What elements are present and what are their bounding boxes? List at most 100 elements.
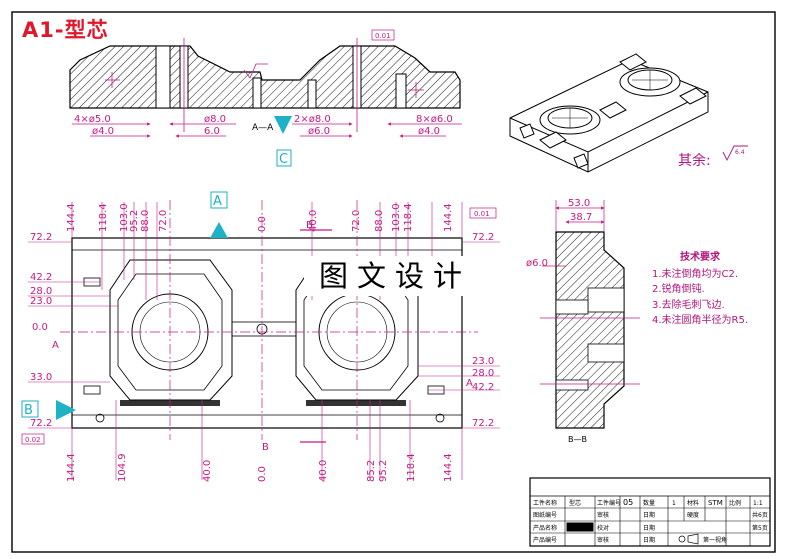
plan-outline (71, 237, 463, 429)
plan-left-dim-6: 33.0 (30, 372, 52, 383)
bore-6 (395, 73, 407, 109)
dim-top-7: 8×ø6.0 (416, 114, 453, 125)
svg-text:05: 05 (623, 498, 633, 507)
section-aa-view: 4×ø5.0 ø4.0 ø8.0 6.0 2×ø8.0 ø6.0 8×ø6.0 … (69, 29, 462, 167)
plan-left-dim-3: 28.0 (30, 286, 52, 297)
svg-text:1: 1 (672, 500, 676, 507)
dim-top-8: ø4.0 (418, 126, 440, 137)
plan-bottom-dim-6: 85.2 (366, 460, 377, 482)
plan-top-dim-3: 103.0 (119, 203, 130, 232)
svg-text:工件编号: 工件编号 (597, 499, 621, 507)
plan-left-dim-5: 0.0 (32, 322, 48, 333)
bore-4 (307, 79, 317, 109)
svg-text:图纸编号: 图纸编号 (533, 511, 557, 519)
svg-text:共6页: 共6页 (752, 511, 768, 519)
svg-text:型芯: 型芯 (569, 499, 581, 507)
svg-text:审核: 审核 (597, 536, 609, 544)
roughness-symbol (722, 145, 748, 162)
flatness-frame-2: 0.02 (25, 436, 41, 444)
plan-top-dim-13: 144.4 (443, 203, 454, 232)
svg-text:材料: 材料 (687, 499, 699, 507)
flatness-frame-3: 0.01 (474, 210, 490, 218)
watermark: 图文设计 (304, 256, 486, 296)
svg-text:审核: 审核 (597, 511, 609, 519)
plan-bottom-dim-2: 104.9 (117, 453, 128, 482)
plan-top-dim-5: 88.0 (140, 210, 151, 232)
flatness-frame-1: 0.01 (375, 32, 391, 40)
svg-text:B: B (306, 220, 313, 231)
plan-top-dim-8: 40.0 (308, 210, 319, 232)
plan-right-dim-5: 72.2 (472, 418, 494, 429)
svg-text:STM: STM (708, 499, 723, 507)
side-dim-2: 38.7 (570, 212, 592, 223)
svg-text:校对: 校对 (597, 524, 609, 532)
plan-top-dim-4: 95.2 (129, 210, 140, 232)
plan-left-dim-7: 72.2 (30, 418, 52, 429)
svg-text:1:1: 1:1 (753, 500, 763, 507)
plan-bottom-dim-4: 0.0 (257, 466, 268, 482)
roughness-value: 6.4 (735, 149, 745, 156)
view-c-arrow (274, 116, 292, 134)
plan-bottom-dim-1: 144.4 (66, 453, 77, 482)
dim-top-1: 4×ø5.0 (74, 114, 111, 125)
view-a-label: A (213, 194, 222, 209)
svg-text:A: A (52, 340, 59, 351)
tech-requirements: 技术要求 1.未注倒角均为C2. 2.锐角倒钝. 3.去除毛刺飞边. 4.未注圆… (652, 250, 748, 329)
tech-requirements-heading: 技术要求 (680, 252, 720, 263)
view-b-label: B (24, 403, 33, 418)
plan-top-dim-11: 103.0 (391, 203, 402, 232)
plan-bottom-dim-8: 118.4 (406, 453, 417, 482)
section-bb-view: 53.0 38.7 ø6.0 B—B (526, 198, 640, 444)
plan-left-dim-4: 23.0 (30, 296, 52, 307)
plan-bottom-dim-3: 40.0 (202, 460, 213, 482)
dim-top-5: 2×ø8.0 (294, 114, 331, 125)
section-aa-label: A—A (252, 123, 274, 133)
plan-top-dim-7: 0.0 (257, 216, 268, 232)
tech-requirement-item: 3.去除毛刺飞边. (652, 299, 725, 311)
view-b-arrow (56, 400, 76, 420)
tech-requirement-item: 1.未注倒角均为C2. (652, 268, 739, 280)
side-dim-1: 53.0 (568, 198, 590, 209)
plan-right-dim-2: 23.0 (472, 356, 494, 367)
view-c-label: C (279, 152, 288, 167)
svg-text:B: B (262, 442, 269, 453)
roughness-note: 其余: (678, 153, 711, 169)
first-angle-symbol-icon (678, 533, 699, 545)
svg-text:A: A (466, 378, 473, 389)
svg-text:日期: 日期 (643, 524, 655, 532)
plan-bottom-dim-7: 95.2 (378, 460, 389, 482)
plan-top-dim-2: 118.4 (98, 203, 109, 232)
svg-text:产品名称: 产品名称 (533, 524, 557, 532)
svg-text:比例: 比例 (729, 499, 741, 507)
bore-3 (252, 77, 262, 109)
drawing-title: A1-型芯 (22, 18, 109, 42)
dim-top-2: ø4.0 (92, 126, 114, 137)
plan-top-dim-1: 144.4 (66, 203, 77, 232)
svg-text:数量: 数量 (643, 499, 655, 507)
svg-text:日期: 日期 (643, 511, 655, 519)
plan-top-dim-10: 88.0 (374, 210, 385, 232)
dim-top-4: 6.0 (204, 126, 220, 137)
plan-bottom-dim-9: 144.4 (443, 453, 454, 482)
dim-top-6: ø6.0 (308, 126, 330, 137)
plan-left-dim-1: 72.2 (30, 232, 52, 243)
plan-top-dim-9: 72.0 (351, 210, 362, 232)
plan-view: 144.4 118.4 103.0 95.2 88.0 72.0 0.0 40.… (21, 191, 500, 482)
svg-text:产品编号: 产品编号 (533, 536, 557, 544)
view-a-arrow (210, 222, 228, 238)
svg-text:日期: 日期 (643, 536, 655, 544)
sheet-border (11, 11, 776, 553)
plan-right-dim-4: 42.2 (472, 382, 494, 393)
svg-text:工件名称: 工件名称 (533, 499, 557, 507)
title-block (529, 477, 771, 547)
section-bb-label: B—B (568, 435, 587, 444)
svg-text:第5页: 第5页 (752, 524, 768, 532)
dim-top-3: ø8.0 (204, 114, 226, 125)
tech-requirement-item: 4.未注圆角半径为R5. (652, 315, 749, 326)
plan-bottom-dim-5: 40.0 (318, 460, 329, 482)
plan-top-dim-6: 72.0 (158, 210, 169, 232)
plan-left-dim-2: 42.2 (30, 272, 52, 283)
svg-text:硬度: 硬度 (687, 511, 699, 519)
title-block-text: 工件名称 型芯 工件编号 05 数量 1 材料 STM 比例 1:1 图纸编号 … (533, 498, 768, 544)
